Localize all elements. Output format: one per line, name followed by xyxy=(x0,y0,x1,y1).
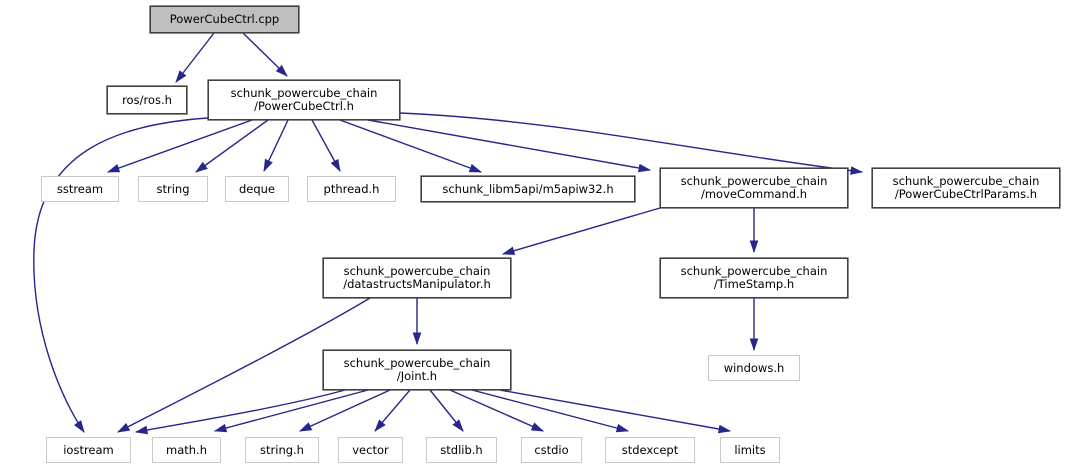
node-label-datastructsmanip_h: schunk_powercube_chain /datastructsManip… xyxy=(343,264,491,291)
node-label-windows_h: windows.h xyxy=(723,360,785,375)
edge-joint_h-to-vector xyxy=(374,389,411,432)
edge-powercubectrl_h-to-movecommand_h xyxy=(367,119,652,173)
node-label-powercubectrl_cpp: PowerCubeCtrl.cpp xyxy=(169,12,280,27)
node-label-deque: deque xyxy=(238,181,276,196)
node-movecommand_h[interactable]: schunk_powercube_chain /moveCommand.h xyxy=(660,168,848,208)
node-label-joint_h: schunk_powercube_chain /Joint.h xyxy=(343,356,491,383)
node-pthread_h[interactable]: pthread.h xyxy=(307,176,396,202)
node-label-powercubectrl_h: schunk_powercube_chain /PowerCubeCtrl.h xyxy=(230,86,378,113)
node-stdlib_h[interactable]: stdlib.h xyxy=(426,437,497,463)
edge-powercubectrl_h-to-pthread_h xyxy=(311,119,341,172)
edge-powercubectrl_h-to-deque xyxy=(263,119,289,173)
node-label-timestamp_h: schunk_powercube_chain /TimeStamp.h xyxy=(680,264,828,291)
node-sstream[interactable]: sstream xyxy=(41,176,119,202)
edge-powercubectrl_cpp-to-ros_ros_h xyxy=(175,32,215,83)
edge-joint_h-to-string_h xyxy=(298,389,391,432)
edge-datastructsmanip_h-to-iostream xyxy=(117,297,371,433)
node-limits[interactable]: limits xyxy=(720,437,780,463)
node-label-string_h: string.h xyxy=(260,442,304,457)
node-label-limits: limits xyxy=(734,442,766,457)
node-cstdio[interactable]: cstdio xyxy=(521,437,582,463)
node-string_h[interactable]: string.h xyxy=(245,437,319,463)
node-label-powercubectrlparams_h: schunk_powercube_chain /PowerCubeCtrlPar… xyxy=(892,174,1040,201)
node-powercubectrl_h[interactable]: schunk_powercube_chain /PowerCubeCtrl.h xyxy=(208,80,400,120)
node-label-stdexcept: stdexcept xyxy=(621,442,679,457)
edge-joint_h-to-iostream xyxy=(134,389,346,435)
node-ros_ros_h[interactable]: ros/ros.h xyxy=(107,86,187,114)
edge-joint_h-to-cstdio xyxy=(449,389,545,432)
node-iostream[interactable]: iostream xyxy=(46,437,131,463)
node-label-math_h: math.h xyxy=(166,442,207,457)
node-label-m5apiw32_h: schunk_libm5api/m5apiw32.h xyxy=(442,181,614,196)
node-deque[interactable]: deque xyxy=(225,176,289,202)
edge-joint_h-to-math_h xyxy=(213,389,369,433)
node-label-cstdio: cstdio xyxy=(534,442,569,457)
edge-movecommand_h-to-datastructsmanip_h xyxy=(501,207,661,255)
node-label-movecommand_h: schunk_powercube_chain /moveCommand.h xyxy=(680,174,828,201)
edge-powercubectrl_h-to-iostream xyxy=(33,117,209,433)
node-label-pthread_h: pthread.h xyxy=(323,181,380,196)
edge-powercubectrl_h-to-powercubectrlparams_h xyxy=(399,112,864,175)
node-powercubectrl_cpp[interactable]: PowerCubeCtrl.cpp xyxy=(150,6,299,33)
edge-joint_h-to-stdexcept xyxy=(471,389,630,433)
edge-powercubectrl_h-to-m5apiw32_h xyxy=(339,119,483,173)
node-math_h[interactable]: math.h xyxy=(152,437,221,463)
node-joint_h[interactable]: schunk_powercube_chain /Joint.h xyxy=(323,350,511,390)
node-m5apiw32_h[interactable]: schunk_libm5api/m5apiw32.h xyxy=(421,176,635,202)
node-timestamp_h[interactable]: schunk_powercube_chain /TimeStamp.h xyxy=(660,258,848,298)
node-label-iostream: iostream xyxy=(63,442,114,457)
edges-group xyxy=(33,32,864,435)
edge-powercubectrl_h-to-string xyxy=(195,119,269,173)
node-stdexcept[interactable]: stdexcept xyxy=(605,437,695,463)
node-label-ros_ros_h: ros/ros.h xyxy=(122,92,172,107)
node-string[interactable]: string xyxy=(138,176,208,202)
node-datastructsmanip_h[interactable]: schunk_powercube_chain /datastructsManip… xyxy=(323,258,511,298)
node-powercubectrlparams_h[interactable]: schunk_powercube_chain /PowerCubeCtrlPar… xyxy=(872,168,1060,208)
edge-joint_h-to-stdlib_h xyxy=(429,389,464,432)
node-label-stdlib_h: stdlib.h xyxy=(440,442,483,457)
edge-powercubectrl_h-to-sstream xyxy=(106,119,253,173)
node-label-sstream: sstream xyxy=(56,181,104,196)
edge-powercubectrl_cpp-to-powercubectrl_h xyxy=(242,32,288,77)
node-label-string: string xyxy=(156,181,190,196)
edge-joint_h-to-limits xyxy=(499,389,732,434)
node-vector[interactable]: vector xyxy=(338,437,403,463)
node-label-vector: vector xyxy=(352,442,389,457)
node-windows_h[interactable]: windows.h xyxy=(708,355,800,381)
